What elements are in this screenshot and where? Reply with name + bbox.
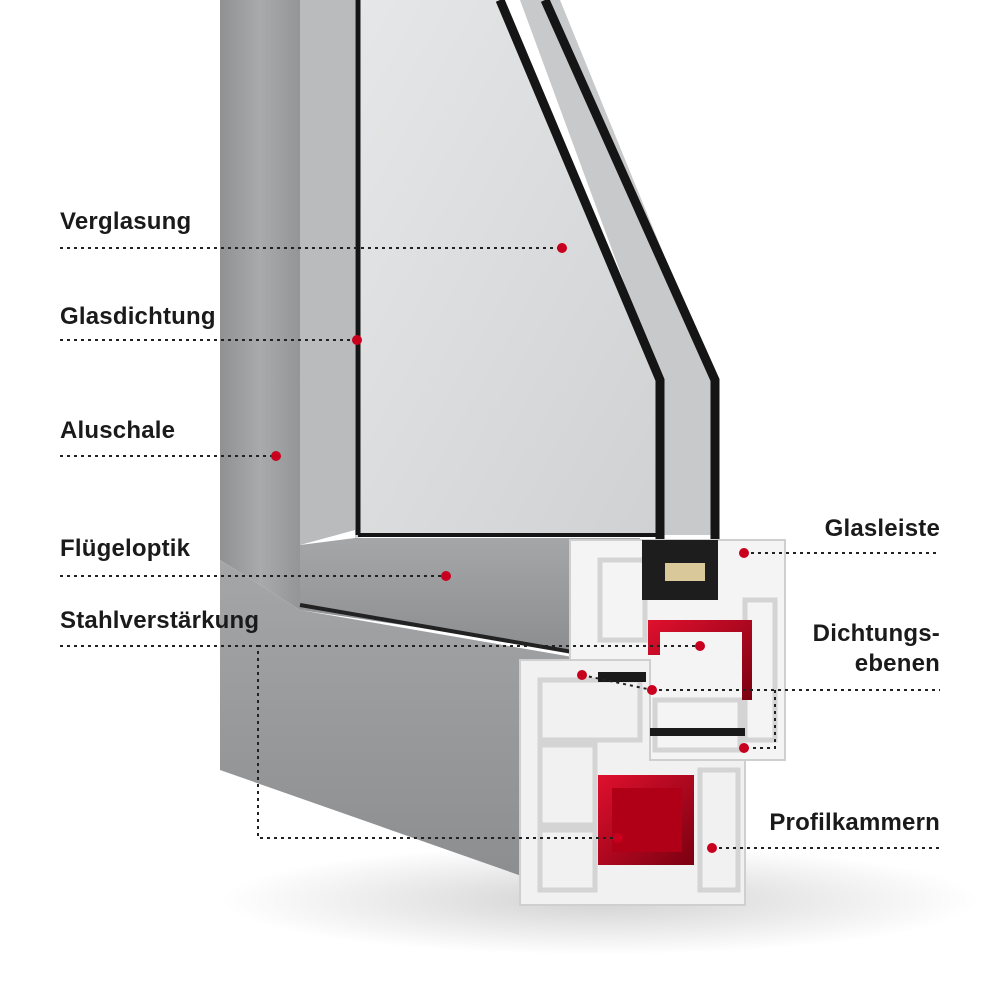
label-glasdichtung: Glasdichtung [60,303,216,330]
label-dichtungsebenen-line2: ebenen [854,650,940,677]
marker-dichtung-c [739,743,749,753]
seal-lower [650,728,745,736]
marker-glasdichtung [352,335,362,345]
marker-aluschale [271,451,281,461]
marker-stahl-upper [695,641,705,651]
label-fluegeloptik: Flügeloptik [60,535,191,562]
steel-reinforcement-sash [648,620,752,700]
marker-dots [271,243,749,853]
leader-stahl [60,645,618,839]
label-aluschale: Aluschale [60,417,176,444]
leader-dichtung-3 [581,674,653,691]
label-glasleiste: Glasleiste [824,515,940,542]
label-dichtungsebenen-line1: Dichtungs- [812,620,940,647]
leader-dichtung-2 [744,690,776,749]
leader-lines [60,247,940,849]
marker-glasleiste [739,548,749,558]
spacer-desiccant [665,563,705,581]
marker-verglasung [557,243,567,253]
glass-edge-inner [540,0,720,590]
label-profilkammern: Profilkammern [769,809,940,836]
label-verglasung: Verglasung [60,208,192,235]
glass-pane-back [520,0,715,535]
label-dichtungsebenen: Dichtungs- ebenen [813,619,940,679]
frame-bottom-groove [299,603,591,657]
frame-vertical-inner [300,0,355,545]
marker-fluegeloptik [441,571,451,581]
aluschale-frame-vertical [220,0,300,610]
seal-middle [598,672,646,682]
glass-edge-outer [495,0,665,590]
sash-bottom-face [300,538,640,660]
marker-profil [707,843,717,853]
label-stahlverstaerkung: Stahlverstärkung [60,607,260,634]
steel-reinforcement-frame-inner [612,788,682,852]
glass-pane-front [360,0,660,535]
pvc-sash-section [569,539,786,761]
marker-stahl [613,833,623,843]
marker-dichtung-b [647,685,657,695]
marker-dichtung-a [577,670,587,680]
